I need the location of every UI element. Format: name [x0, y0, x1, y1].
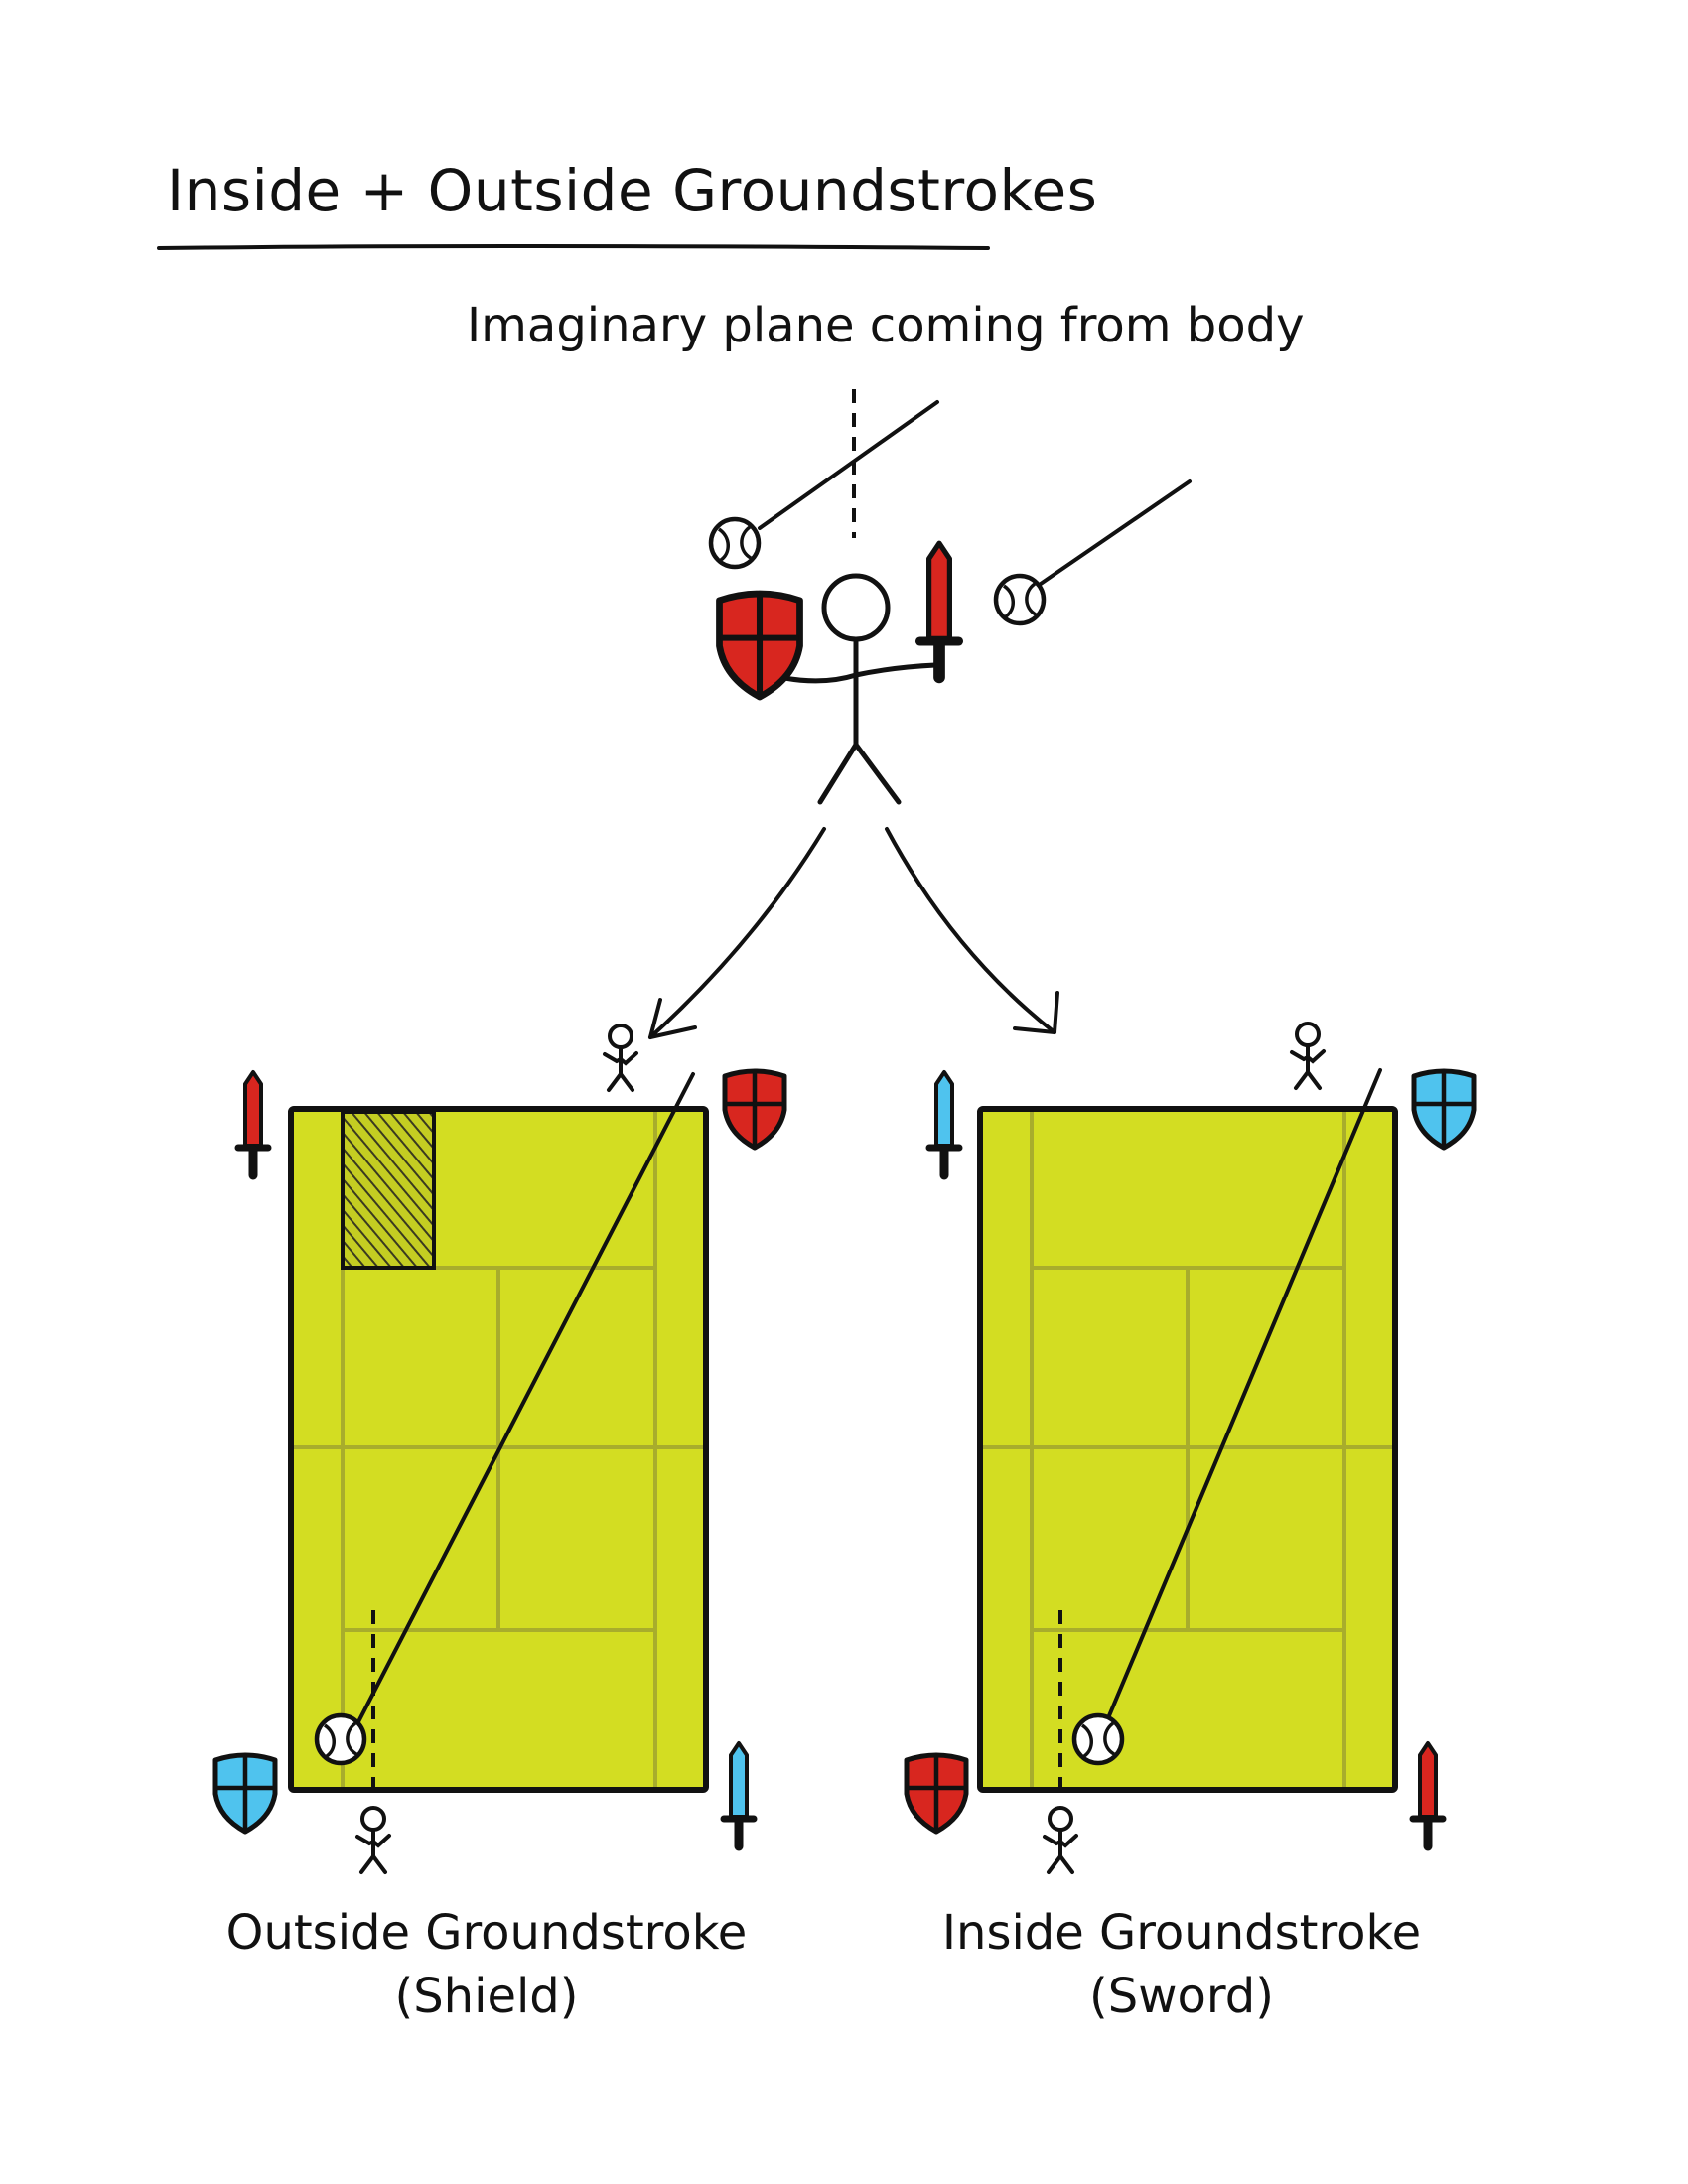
left-caption-subtitle: (Shield) — [394, 1969, 579, 2024]
shield-icon — [1414, 1071, 1474, 1148]
shield-icon — [907, 1755, 966, 1832]
sword-icon — [929, 1072, 959, 1175]
title-underline — [157, 244, 990, 250]
plane-label: Imaginary plane coming from body — [467, 298, 1305, 353]
ball-path-line — [1039, 479, 1192, 586]
stick-figure-icon — [603, 1024, 638, 1092]
right-caption-subtitle: (Sword) — [1089, 1969, 1274, 2024]
right-caption: Inside Groundstroke (Sword) — [884, 1901, 1479, 2028]
shot-path-line — [1103, 1068, 1382, 1727]
sword-icon — [724, 1743, 754, 1846]
court-lines — [983, 1112, 1392, 1787]
stick-figure-icon — [781, 573, 938, 805]
right-caption-title: Inside Groundstroke — [941, 1905, 1422, 1961]
arrow-icon — [885, 827, 1059, 1034]
left-court — [215, 1024, 784, 1874]
shield-icon — [720, 594, 800, 697]
sword-icon — [238, 1072, 268, 1175]
arrow-icon — [648, 827, 826, 1039]
tennis-ball-icon — [1074, 1715, 1122, 1763]
left-caption-title: Outside Groundstroke — [225, 1905, 748, 1961]
target-zone — [341, 1110, 436, 1270]
tennis-ball-icon — [317, 1715, 364, 1763]
left-caption: Outside Groundstroke (Shield) — [189, 1901, 784, 2028]
tennis-ball-icon — [711, 519, 759, 567]
page-title: Inside + Outside Groundstrokes — [167, 157, 1098, 224]
tennis-ball-icon — [996, 576, 1044, 623]
stick-figure-icon — [1290, 1022, 1326, 1090]
stick-figure-icon — [355, 1806, 391, 1874]
shield-icon — [215, 1755, 275, 1832]
sword-icon — [920, 543, 959, 677]
sword-icon — [1413, 1743, 1443, 1846]
stick-figure-icon — [1043, 1806, 1078, 1874]
shield-icon — [725, 1071, 784, 1148]
right-court — [907, 1022, 1474, 1874]
shot-path-line — [348, 1072, 695, 1741]
ball-path-line — [758, 400, 939, 530]
